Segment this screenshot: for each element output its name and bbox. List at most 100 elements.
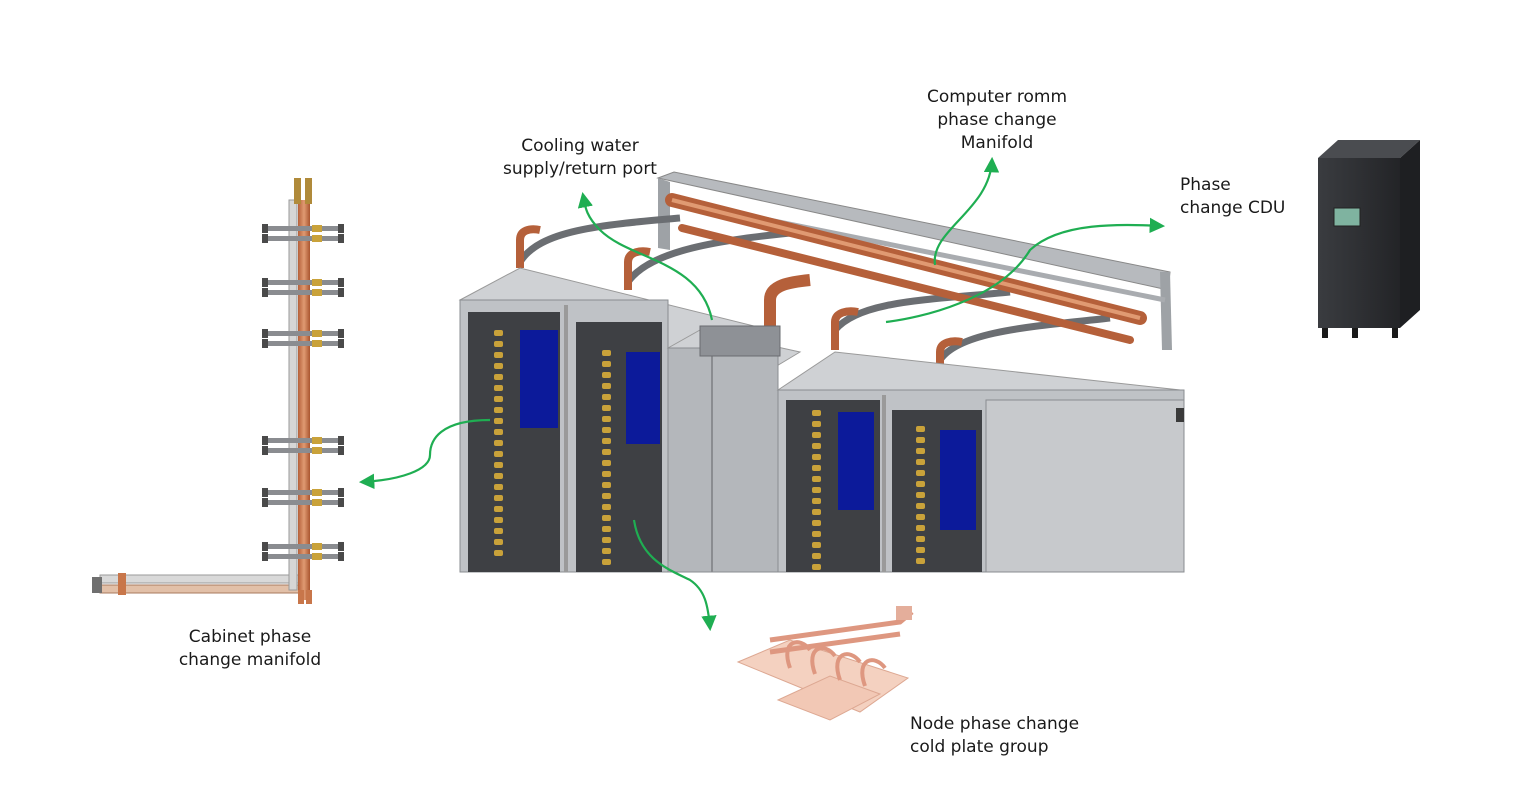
brass-fitting [916, 547, 925, 553]
brass-fitting [602, 438, 611, 444]
brass-fitting [494, 462, 503, 468]
branch-valve [338, 288, 344, 297]
branch-port [262, 341, 344, 346]
branch-fitting [312, 553, 322, 560]
brass-fitting [494, 506, 503, 512]
brass-fitting [916, 514, 925, 520]
brass-fitting [602, 372, 611, 378]
arrow-cooling-water-port [577, 191, 714, 321]
brass-fitting [602, 537, 611, 543]
brass-fitting [602, 449, 611, 455]
arrow-phase-cdu [885, 217, 1166, 324]
node-cold-plate-group [736, 606, 914, 721]
brass-fitting [602, 515, 611, 521]
brass-fitting [916, 481, 925, 487]
brass-fitting [494, 396, 503, 402]
branch-port [262, 226, 344, 231]
branch-valve [262, 436, 268, 445]
brass-fitting [812, 487, 821, 493]
brass-fitting [602, 350, 611, 356]
brass-fitting [602, 548, 611, 554]
label-line: Cooling water [521, 136, 639, 156]
label-line: cold plate group [910, 737, 1049, 757]
brass-fitting [812, 509, 821, 515]
label-line: Phase [1180, 175, 1231, 195]
label-cabinet-manifold: Cabinet phase change manifold [140, 626, 360, 672]
branch-port [262, 554, 344, 559]
branch-fitting [312, 447, 322, 454]
branch-valve [338, 339, 344, 348]
branch-port [262, 280, 344, 285]
label-line: change manifold [178, 650, 322, 670]
brass-fitting [602, 416, 611, 422]
cabinet-phase-change-manifold [92, 178, 344, 604]
brass-fitting [602, 460, 611, 466]
brass-fitting [916, 558, 925, 564]
label-line: change CDU [1180, 198, 1286, 218]
branch-valve [338, 436, 344, 445]
label-line: Manifold [960, 133, 1034, 153]
brass-fitting [494, 363, 503, 369]
brass-fitting [494, 352, 503, 358]
branch-fitting [312, 499, 322, 506]
brass-fitting [812, 465, 821, 471]
branch-valve [262, 339, 268, 348]
brass-fitting [602, 383, 611, 389]
label-cooling-water-port: Cooling water supply/return port [470, 135, 690, 181]
brass-fitting [602, 405, 611, 411]
branch-fitting [312, 289, 322, 296]
branch-valve [262, 278, 268, 287]
brass-fitting [602, 493, 611, 499]
brass-fitting [916, 536, 925, 542]
brass-fitting [812, 498, 821, 504]
brass-fitting [494, 484, 503, 490]
branch-valve [262, 552, 268, 561]
branch-valve [338, 329, 344, 338]
brass-fitting [494, 550, 503, 556]
label-line: phase change [937, 110, 1057, 130]
branch-valve [338, 446, 344, 455]
brass-fitting [602, 427, 611, 433]
label-line: supply/return port [503, 159, 657, 179]
branch-port [262, 331, 344, 336]
brass-fitting [812, 520, 821, 526]
branch-valve [262, 498, 268, 507]
brass-fitting [602, 526, 611, 532]
label-line: Node phase change [910, 714, 1080, 734]
label-room-manifold: Computer romm phase change Manifold [902, 86, 1092, 155]
brass-fitting [494, 528, 503, 534]
brass-fitting [494, 418, 503, 424]
brass-fitting [494, 539, 503, 545]
phase-change-cdu-unit [1318, 140, 1420, 338]
callout-arrows [358, 156, 1166, 632]
cabinet-brass-fittings-right [812, 410, 925, 570]
branch-valve [262, 542, 268, 551]
brass-fitting [812, 531, 821, 537]
brass-fitting [812, 443, 821, 449]
branch-fitting [312, 437, 322, 444]
brass-fitting [494, 451, 503, 457]
manifold-branch-ports [262, 224, 344, 561]
branch-port [262, 500, 344, 505]
brass-fitting [812, 421, 821, 427]
branch-valve [338, 542, 344, 551]
brass-fitting [602, 559, 611, 565]
brass-fitting [494, 385, 503, 391]
brass-fitting [602, 361, 611, 367]
brass-fitting [812, 564, 821, 570]
brass-fitting [916, 437, 925, 443]
arrow-node-cold-plate [632, 519, 717, 632]
brass-fitting [602, 482, 611, 488]
brass-fitting [602, 394, 611, 400]
arrow-room-manifold [933, 156, 1000, 266]
brass-fitting [494, 440, 503, 446]
brass-fitting [916, 426, 925, 432]
rack-room-assembly [458, 171, 1185, 573]
brass-fitting [812, 476, 821, 482]
branch-valve [338, 278, 344, 287]
branch-port [262, 236, 344, 241]
brass-fitting [494, 341, 503, 347]
brass-fitting [494, 495, 503, 501]
